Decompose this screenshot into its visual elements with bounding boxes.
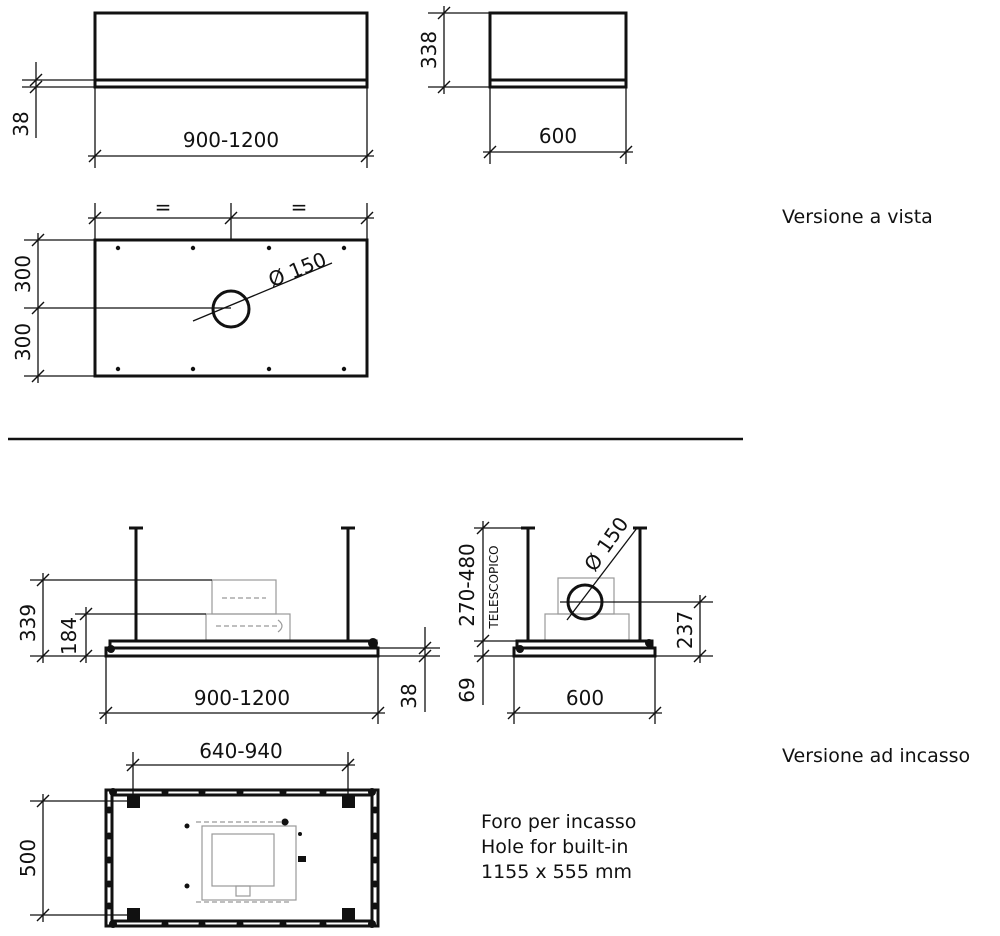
builtin-38-label: 38 (397, 683, 421, 708)
front-339-label: 339 (16, 604, 40, 642)
plan-view-builtin: 640-940 500 (16, 739, 380, 928)
depth-lower-label: 300 (11, 323, 35, 361)
version-visible-label: Versione a vista (782, 206, 933, 228)
front-view-visible: 900-1200 38 (9, 11, 374, 168)
side-237-label: 237 (673, 611, 697, 649)
telescopic-label: TELESCOPICO (487, 545, 501, 629)
plan-width-builtin-label: 640-940 (199, 739, 283, 763)
equal-right-label: = (291, 195, 308, 219)
side-view-visible: 338 600 (417, 6, 633, 164)
side-width-label: 600 (539, 124, 577, 148)
front-184-label: 184 (57, 617, 81, 655)
telescopic-range-label: 270-480 (455, 543, 479, 627)
side-width-builtin-label: 600 (566, 686, 604, 710)
side-69-label: 69 (455, 677, 479, 702)
hole-note: Foro per incasso Hole for built-in 1155 … (481, 811, 636, 883)
front-view-builtin: 339 184 900-1200 38 (16, 526, 440, 724)
version-builtin-label: Versione ad incasso (782, 745, 970, 767)
equal-left-label: = (155, 195, 172, 219)
plan-depth-builtin-label: 500 (16, 839, 40, 877)
front-thickness-label: 38 (9, 111, 33, 136)
hole-note-line2: Hole for built-in (481, 836, 628, 858)
hole-note-line3: 1155 x 555 mm (481, 861, 632, 883)
side-view-builtin: Ø 150 237 270-480 TELESCOPICO 69 600 (455, 512, 713, 724)
builtin-width-label: 900-1200 (194, 686, 290, 710)
front-width-label: 900-1200 (183, 128, 279, 152)
side-height-label: 338 (417, 31, 441, 69)
hole-note-line1: Foro per incasso (481, 811, 636, 833)
plan-diameter-label: Ø 150 (265, 247, 330, 292)
depth-upper-label: 300 (11, 255, 35, 293)
plan-view-visible: Ø 150 = = 300 300 (11, 195, 374, 383)
